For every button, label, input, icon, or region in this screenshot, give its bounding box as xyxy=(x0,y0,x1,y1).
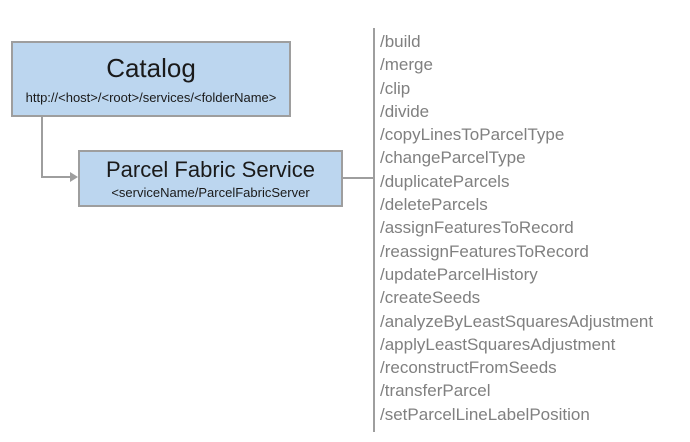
node-catalog-subtitle: http://<host>/<root>/services/<folderNam… xyxy=(25,89,277,105)
operation-item[interactable]: /assignFeaturesToRecord xyxy=(380,218,574,238)
operation-item[interactable]: /reassignFeaturesToRecord xyxy=(380,241,589,261)
node-catalog[interactable]: Catalog http://<host>/<root>/services/<f… xyxy=(11,41,291,117)
operation-item[interactable]: /duplicateParcels xyxy=(380,171,510,191)
operations-rail-divider xyxy=(373,28,375,432)
node-parcel-fabric-service-title: Parcel Fabric Service xyxy=(105,156,316,182)
operations-list: /build/merge/clip/divide/copyLinesToParc… xyxy=(380,30,686,426)
operation-item[interactable]: /transferParcel xyxy=(380,381,491,401)
node-parcel-fabric-service[interactable]: Parcel Fabric Service <serviceName/Parce… xyxy=(78,150,343,207)
node-parcel-fabric-service-subtitle: <serviceName/ParcelFabricServer xyxy=(111,184,310,200)
operation-item[interactable]: /analyzeByLeastSquaresAdjustment xyxy=(380,311,654,331)
operation-item[interactable]: /reconstructFromSeeds xyxy=(380,358,557,378)
operation-item[interactable]: /updateParcelHistory xyxy=(380,264,538,284)
connector-catalog-horizontal-segment xyxy=(41,176,71,178)
operation-item[interactable]: /deleteParcels xyxy=(380,195,488,215)
arrowhead-icon xyxy=(70,172,78,182)
operation-item[interactable]: /setParcelLineLabelPosition xyxy=(380,404,590,424)
operation-item[interactable]: /createSeeds xyxy=(380,288,481,308)
node-catalog-title: Catalog xyxy=(106,52,196,83)
operation-item[interactable]: /copyLinesToParcelType xyxy=(380,125,565,145)
connector-catalog-vertical-segment xyxy=(41,117,43,177)
operation-item[interactable]: /clip xyxy=(380,78,411,98)
operation-item[interactable]: /applyLeastSquaresAdjustment xyxy=(380,334,616,354)
operation-item[interactable]: /changeParcelType xyxy=(380,148,526,168)
operation-item[interactable]: /merge xyxy=(380,55,433,75)
operation-item[interactable]: /divide xyxy=(380,101,430,121)
connector-service-to-operations xyxy=(343,177,374,179)
operation-item[interactable]: /build xyxy=(380,32,421,51)
